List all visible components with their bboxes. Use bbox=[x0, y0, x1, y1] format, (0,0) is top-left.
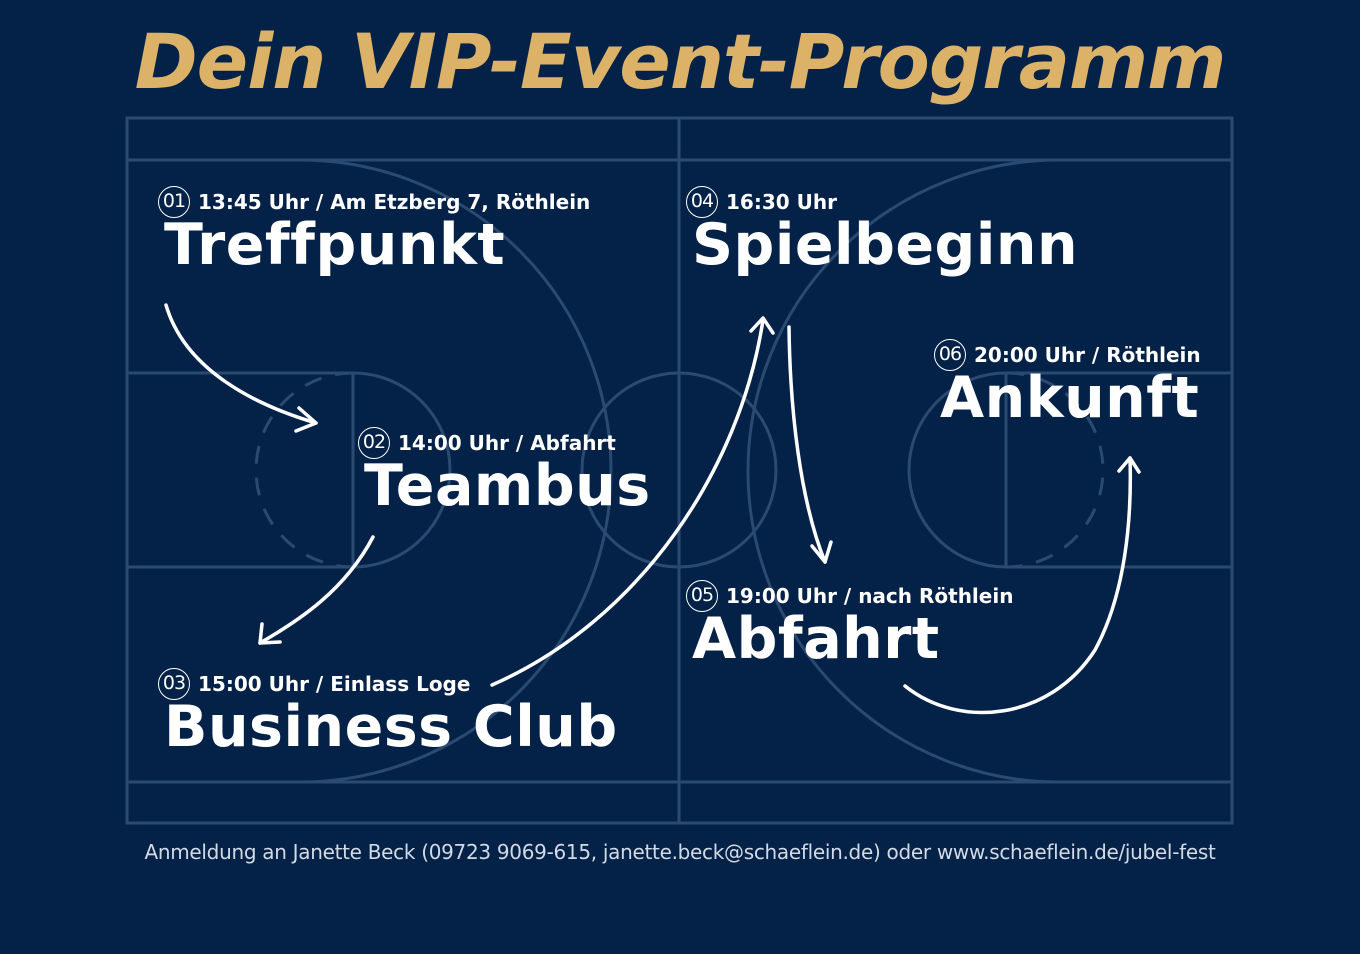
right-free-throw-arc bbox=[907, 371, 1007, 569]
step-spielbeginn: 04 16:30 Uhr Spielbeginn bbox=[686, 186, 1078, 276]
step-business-club: 03 15:00 Uhr / Einlass Loge Business Clu… bbox=[158, 668, 618, 758]
step-number-badge: 04 bbox=[686, 186, 718, 218]
arrow-03-04 bbox=[490, 318, 765, 687]
step-number-badge: 01 bbox=[158, 186, 190, 218]
arrow-01-02 bbox=[164, 303, 318, 425]
arrow-05-06-head bbox=[1117, 456, 1141, 474]
arrow-02-03-head bbox=[258, 622, 282, 645]
arrow-04-05-head bbox=[810, 540, 833, 564]
step-title: Spielbeginn bbox=[692, 212, 1079, 278]
right-free-throw-arc-dashed bbox=[1005, 371, 1105, 569]
right-key bbox=[1004, 371, 1234, 569]
left-free-throw-arc-dashed bbox=[254, 371, 354, 569]
right-three-point-line bbox=[746, 158, 1232, 784]
arrow-05-06 bbox=[903, 456, 1133, 715]
step-number-badge: 05 bbox=[686, 580, 718, 612]
step-time-location: 20:00 Uhr / Röthlein bbox=[974, 343, 1201, 367]
registration-contact-note: Anmeldung an Janette Beck (09723 9069-61… bbox=[144, 840, 1216, 864]
step-ankunft: 06 20:00 Uhr / Röthlein Ankunft bbox=[934, 339, 1201, 429]
step-title: Business Club bbox=[164, 694, 618, 760]
step-abfahrt: 05 19:00 Uhr / nach Röthlein Abfahrt bbox=[686, 580, 1013, 670]
step-title: Treffpunkt bbox=[164, 212, 506, 278]
step-time-location: 16:30 Uhr bbox=[726, 190, 837, 214]
step-title: Ankunft bbox=[940, 365, 1200, 431]
step-time-location: 15:00 Uhr / Einlass Loge bbox=[198, 672, 471, 696]
step-time-location: 19:00 Uhr / nach Röthlein bbox=[726, 584, 1014, 608]
left-key bbox=[125, 371, 355, 569]
arrow-01-02-head bbox=[294, 406, 318, 433]
step-title: Teambus bbox=[364, 453, 651, 519]
step-title: Abfahrt bbox=[692, 606, 940, 672]
left-three-point-line bbox=[127, 158, 613, 784]
left-free-throw-arc bbox=[352, 371, 452, 569]
step-number-badge: 02 bbox=[358, 427, 390, 459]
step-time-location: 13:45 Uhr / Am Etzberg 7, Röthlein bbox=[198, 190, 591, 214]
step-teambus: 02 14:00 Uhr / Abfahrt Teambus bbox=[358, 427, 651, 517]
center-circle bbox=[580, 371, 778, 569]
arrow-03-04-head bbox=[749, 316, 775, 335]
step-time-location: 14:00 Uhr / Abfahrt bbox=[398, 431, 616, 455]
step-number-badge: 06 bbox=[934, 339, 966, 371]
step-treffpunkt: 01 13:45 Uhr / Am Etzberg 7, Röthlein Tr… bbox=[158, 186, 590, 276]
step-number-badge: 03 bbox=[158, 668, 190, 700]
arrow-02-03 bbox=[258, 535, 375, 645]
page-title: Dein VIP-Event-Programm bbox=[134, 17, 1227, 106]
arrow-04-05 bbox=[787, 325, 827, 564]
